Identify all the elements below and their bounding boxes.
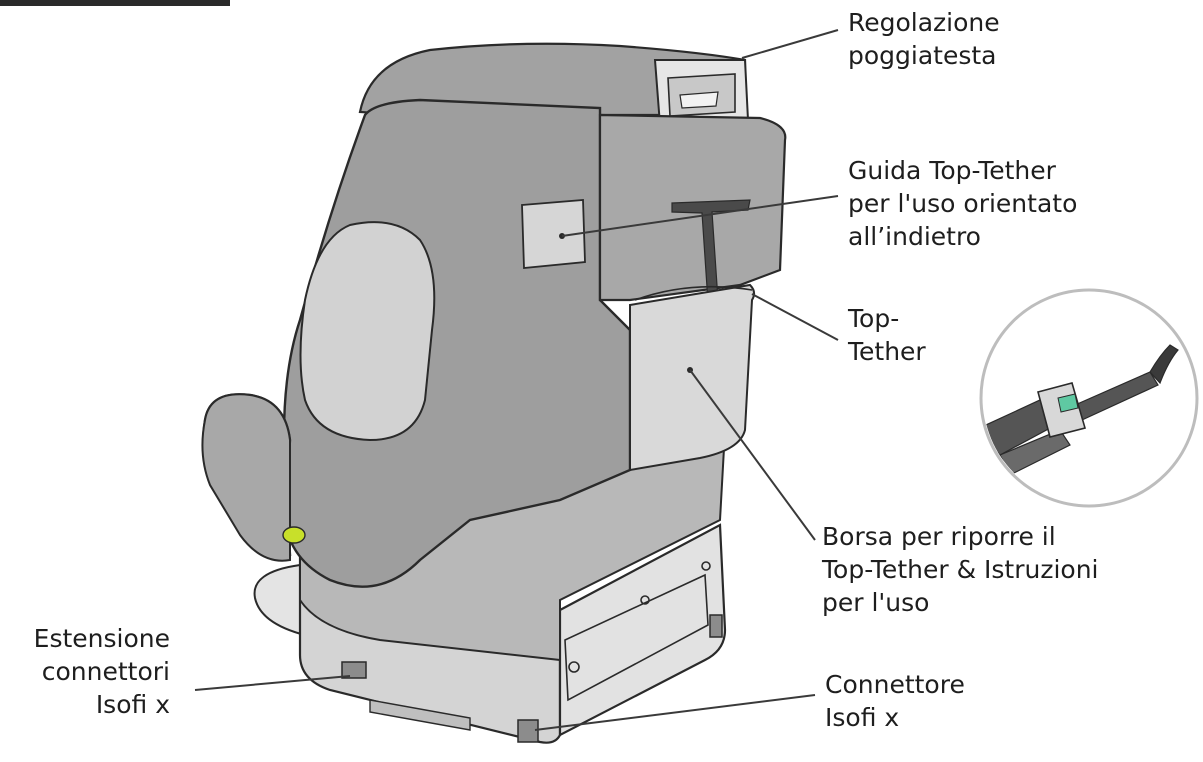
seat-side-wing <box>201 393 291 562</box>
seat-back-window <box>299 221 436 442</box>
header-fragment <box>0 0 230 6</box>
isofix-side-part <box>709 614 723 638</box>
leader-headrest <box>741 29 839 59</box>
label-isofix-connector: Connettore Isofi x <box>825 670 965 732</box>
base-hole-1 <box>568 661 580 673</box>
leader-bag <box>689 369 816 541</box>
label-top-tether-guide: Guida Top-Tether per l'uso orientato all… <box>848 156 1078 251</box>
base-recess <box>564 573 709 702</box>
isofix-connector-part <box>517 719 539 743</box>
base-hole-3 <box>701 561 711 571</box>
base-slot <box>369 699 471 731</box>
isofix-extension-part <box>341 661 367 679</box>
top-tether-guide-panel <box>521 199 586 269</box>
base-hole-2 <box>640 595 650 605</box>
leader-guide <box>561 195 839 237</box>
storage-bag-opening <box>634 285 753 301</box>
headrest-adjuster-grip <box>679 91 719 109</box>
top-tether-detail-inset <box>979 288 1199 508</box>
label-top-tether: Top- Tether <box>848 304 926 366</box>
inset-tensioner-indicator <box>1057 393 1079 413</box>
label-headrest-adjustment: Regolazione poggiatesta <box>848 8 1000 70</box>
storage-bag <box>629 283 756 472</box>
leader-top-tether <box>751 293 839 341</box>
belt-release-button <box>282 526 306 544</box>
leader-isofix-extension <box>194 675 351 691</box>
label-storage-bag: Borsa per riporre il Top-Tether & Istruz… <box>822 522 1099 617</box>
leader-isofix-connector <box>534 694 816 731</box>
headrest <box>358 42 747 117</box>
label-isofix-extension: Estensione connettori Isofi x <box>33 624 170 719</box>
seat-lower-body <box>299 428 727 662</box>
inset-hook <box>1149 344 1179 385</box>
inset-circle <box>979 288 1199 508</box>
